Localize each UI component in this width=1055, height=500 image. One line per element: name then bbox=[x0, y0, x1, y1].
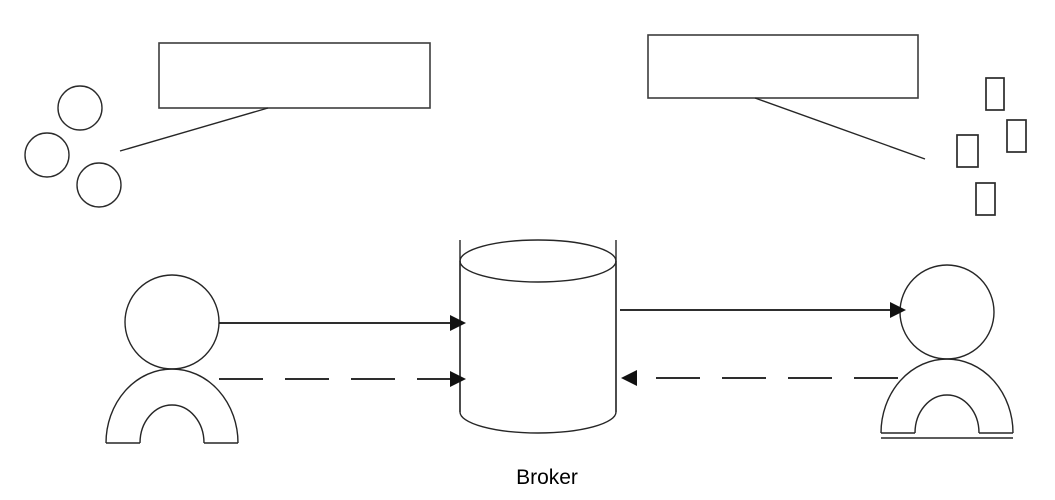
right-callout-leader-line bbox=[754, 97, 926, 160]
left-actor-legs-icon bbox=[139, 404, 205, 444]
subscribe-arrow bbox=[621, 370, 898, 386]
subscribe-arrow-head bbox=[621, 370, 637, 386]
left-callout[interactable] bbox=[119, 42, 431, 152]
publish-arrow-head bbox=[450, 315, 466, 331]
right-actor-legs-icon bbox=[914, 394, 980, 434]
message-token-circle bbox=[57, 85, 103, 131]
broker-cylinder-top bbox=[459, 239, 617, 283]
left-callout-leader-line bbox=[119, 107, 269, 152]
left-actor-head-icon bbox=[124, 274, 220, 370]
left-callout-box[interactable] bbox=[158, 42, 431, 109]
publish-ack-arrow-head bbox=[450, 371, 466, 387]
message-token-circle bbox=[76, 162, 122, 208]
broker-cylinder[interactable] bbox=[459, 239, 617, 434]
publish-arrow bbox=[219, 315, 466, 331]
publish-ack-arrow bbox=[219, 371, 466, 387]
message-token-rect bbox=[975, 182, 996, 216]
left-actor[interactable] bbox=[105, 274, 239, 444]
message-token-circle bbox=[24, 132, 70, 178]
message-token-rect bbox=[985, 77, 1005, 111]
deliver-arrow-head bbox=[890, 302, 906, 318]
broker-cylinder-body bbox=[459, 240, 617, 434]
right-callout[interactable] bbox=[647, 34, 926, 160]
left-message-tokens bbox=[24, 85, 122, 208]
right-message-tokens bbox=[956, 77, 1027, 216]
deliver-arrow bbox=[620, 302, 906, 318]
left-actor-body-icon bbox=[105, 368, 239, 444]
right-actor[interactable] bbox=[880, 264, 1014, 439]
right-callout-box[interactable] bbox=[647, 34, 919, 99]
right-actor-body-icon bbox=[880, 358, 1014, 434]
broker-label: Broker bbox=[516, 466, 578, 489]
right-actor-head-icon bbox=[899, 264, 995, 360]
message-token-rect bbox=[956, 134, 979, 168]
message-token-rect bbox=[1006, 119, 1027, 153]
